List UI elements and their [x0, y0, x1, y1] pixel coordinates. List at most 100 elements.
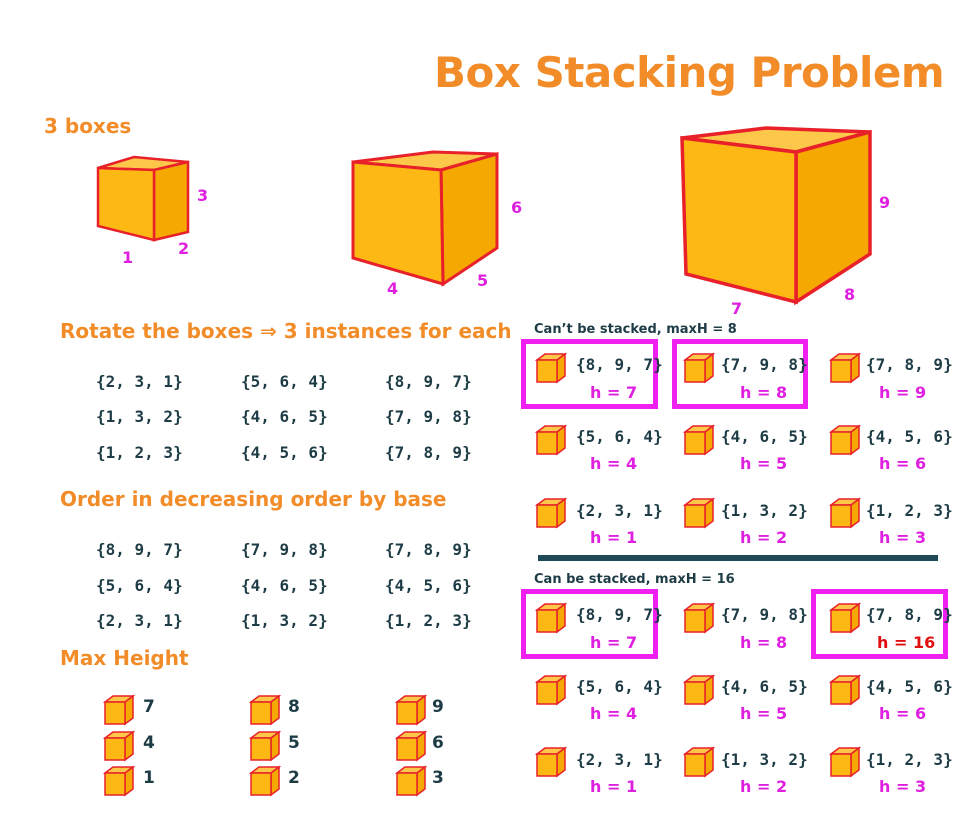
panel2-height: h = 8	[740, 633, 788, 652]
panel2-tuple: {4, 5, 6}	[866, 677, 953, 696]
rotation-cell: {8, 9, 7}	[385, 372, 472, 391]
maxh-value: 2	[288, 768, 300, 788]
maxh-value: 9	[432, 697, 444, 717]
panel1-caption: Can’t be stacked, maxH = 8	[534, 322, 737, 337]
panel1-height: h = 1	[590, 528, 638, 547]
box2-height-label: 6	[511, 198, 523, 217]
box3-height-label: 9	[879, 193, 891, 212]
panel1-height: h = 4	[590, 454, 638, 473]
ordered-cell: {8, 9, 7}	[96, 540, 183, 559]
panel1-height: h = 6	[879, 454, 927, 473]
cube-icon	[535, 602, 567, 634]
ordered-cell: {2, 3, 1}	[96, 611, 183, 630]
highlight-frame	[811, 589, 948, 659]
ordered-cell: {7, 8, 9}	[385, 540, 472, 559]
panel1-tuple: {1, 2, 3}	[866, 501, 953, 520]
ordered-cell: {5, 6, 4}	[96, 576, 183, 595]
panel1-tuple: {8, 9, 7}	[576, 355, 663, 374]
cube-icon	[249, 694, 281, 726]
panel1-tuple: {4, 6, 5}	[721, 427, 808, 446]
panel2-height: h = 3	[879, 777, 927, 796]
panel2-height: h = 1	[590, 777, 638, 796]
boxes-heading: 3 boxes	[44, 114, 132, 138]
cube-icon	[103, 765, 135, 797]
maxh-heading: Max Height	[60, 646, 189, 670]
maxh-value: 5	[288, 733, 300, 753]
panel1-tuple: {4, 5, 6}	[866, 427, 953, 446]
panel1-height: h = 3	[879, 528, 927, 547]
highlight-frame	[672, 339, 808, 409]
cube-icon	[683, 746, 715, 778]
maxh-value: 7	[143, 697, 155, 717]
rotation-cell: {1, 3, 2}	[96, 407, 183, 426]
panel1-height: h = 2	[740, 528, 788, 547]
cube-icon	[395, 730, 427, 762]
cube-icon	[829, 497, 861, 529]
box-small-icon	[96, 155, 190, 242]
cube-icon	[829, 674, 861, 706]
rotation-cell: {7, 9, 8}	[385, 407, 472, 426]
panel2-height: h = 5	[740, 704, 788, 723]
rotation-cell: {4, 6, 5}	[241, 407, 328, 426]
maxh-value: 3	[432, 768, 444, 788]
cube-icon	[535, 674, 567, 706]
order-heading: Order in decreasing order by base	[60, 487, 447, 511]
panel1-tuple: {7, 8, 9}	[866, 355, 953, 374]
panel2-tuple: {1, 3, 2}	[721, 750, 808, 769]
panel1-height: h = 7	[590, 383, 638, 402]
cube-icon	[249, 730, 281, 762]
panel2-tuple: {7, 8, 9}	[866, 605, 953, 624]
rotation-cell: {2, 3, 1}	[96, 372, 183, 391]
maxh-value: 1	[143, 768, 155, 788]
cube-icon	[829, 352, 861, 384]
section-divider	[538, 555, 938, 561]
cube-icon	[829, 746, 861, 778]
cube-icon	[683, 424, 715, 456]
box3-depth-label: 8	[844, 285, 856, 304]
panel2-height: h = 7	[590, 633, 638, 652]
cube-icon	[829, 602, 861, 634]
panel2-height: h = 2	[740, 777, 788, 796]
panel2-tuple: {4, 6, 5}	[721, 677, 808, 696]
box1-depth-label: 2	[178, 239, 190, 258]
cube-icon	[683, 674, 715, 706]
box2-depth-label: 5	[477, 271, 489, 290]
box2-width-label: 4	[387, 279, 399, 298]
panel2-tuple: {1, 2, 3}	[866, 750, 953, 769]
cube-icon	[683, 352, 715, 384]
box-medium-icon	[351, 150, 499, 287]
panel1-height: h = 5	[740, 454, 788, 473]
cube-icon	[535, 424, 567, 456]
highlight-frame	[521, 339, 658, 409]
cube-icon	[683, 602, 715, 634]
panel2-tuple: {7, 9, 8}	[721, 605, 808, 624]
cube-icon	[395, 765, 427, 797]
panel2-tuple: {2, 3, 1}	[576, 750, 663, 769]
highlight-frame	[521, 589, 658, 659]
box3-width-label: 7	[731, 299, 743, 318]
cube-icon	[103, 730, 135, 762]
panel1-tuple: {7, 9, 8}	[721, 355, 808, 374]
rotation-cell: {5, 6, 4}	[241, 372, 328, 391]
panel2-caption: Can be stacked, maxH = 16	[534, 572, 735, 587]
box1-height-label: 3	[197, 186, 209, 205]
panel1-height: h = 9	[879, 383, 927, 402]
maxh-value: 6	[432, 733, 444, 753]
cube-icon	[535, 746, 567, 778]
page-title: Box Stacking Problem	[434, 48, 945, 97]
panel2-height: h = 4	[590, 704, 638, 723]
ordered-cell: {7, 9, 8}	[241, 540, 328, 559]
ordered-cell: {4, 6, 5}	[241, 576, 328, 595]
box1-width-label: 1	[122, 248, 134, 267]
panel1-tuple: {2, 3, 1}	[576, 501, 663, 520]
cube-icon	[395, 694, 427, 726]
ordered-cell: {1, 2, 3}	[385, 611, 472, 630]
cube-icon	[103, 694, 135, 726]
ordered-cell: {1, 3, 2}	[241, 611, 328, 630]
cube-icon	[829, 424, 861, 456]
box-large-icon	[680, 126, 872, 306]
panel2-tuple: {5, 6, 4}	[576, 677, 663, 696]
panel2-height-max: h = 16	[877, 633, 936, 652]
cube-icon	[683, 497, 715, 529]
panel2-height: h = 6	[879, 704, 927, 723]
